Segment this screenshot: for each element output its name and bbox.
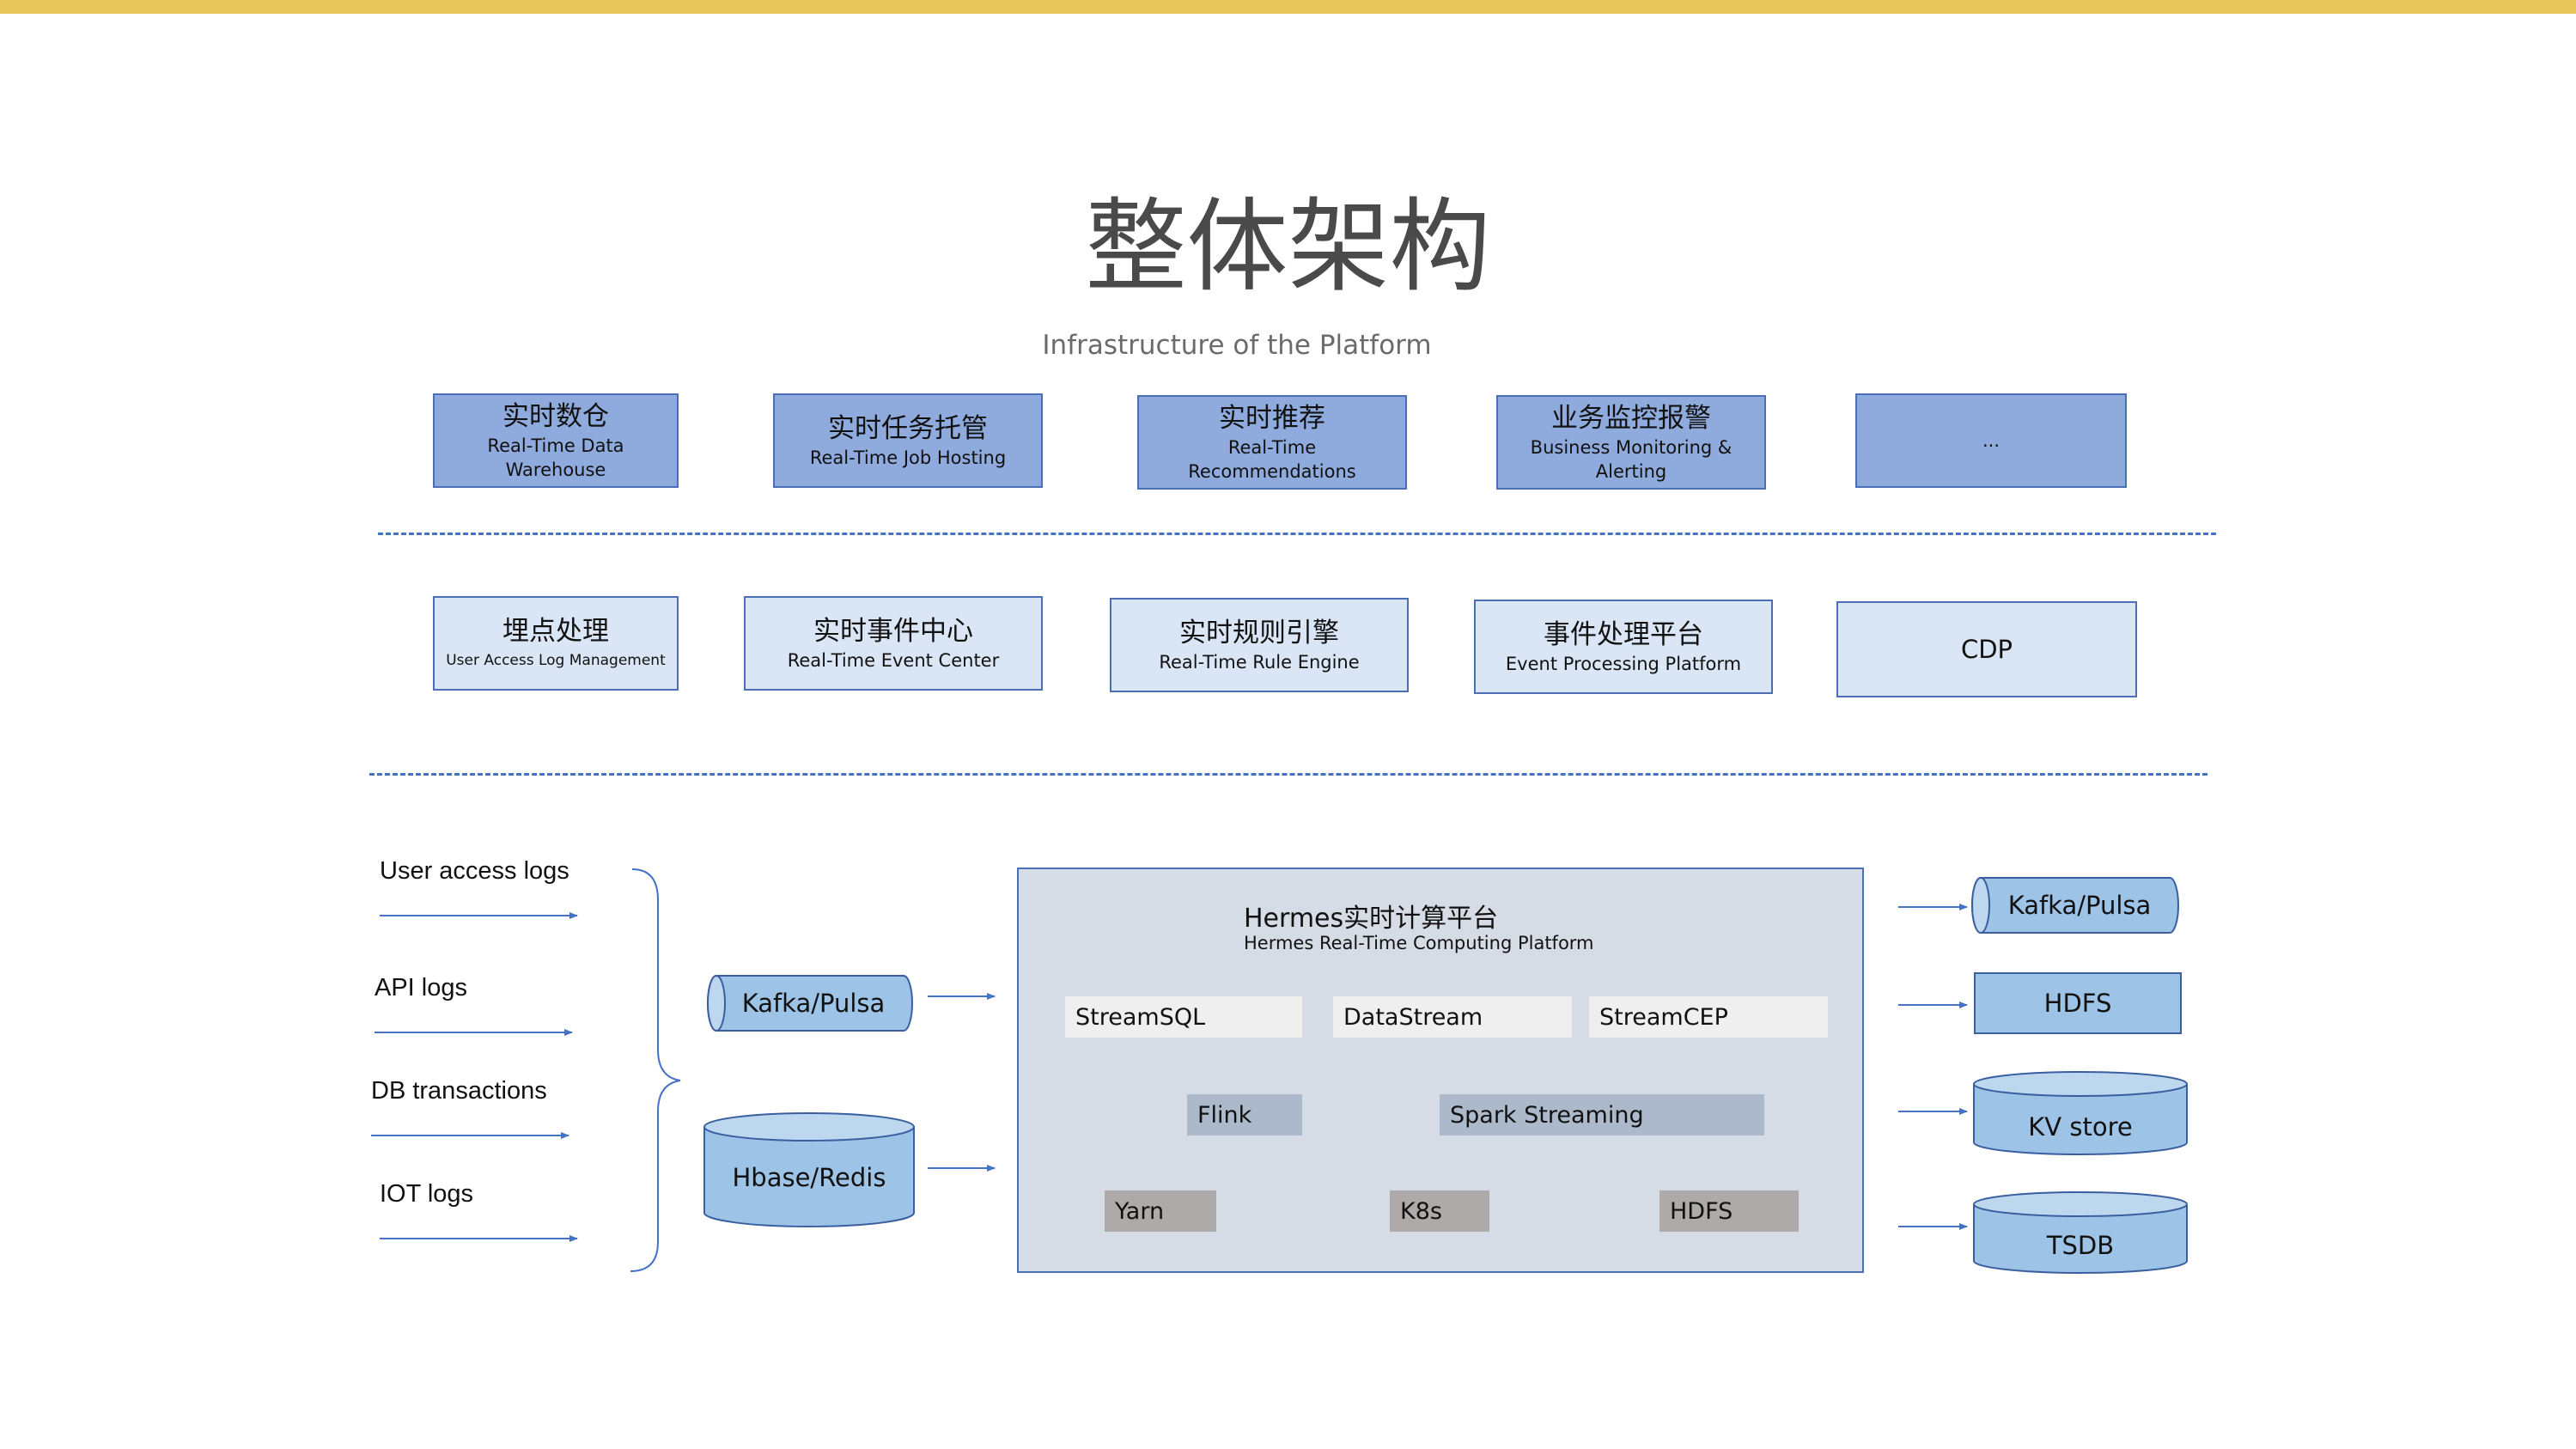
resource-hdfs: HDFS xyxy=(1659,1190,1799,1232)
app-business-monitoring: 业务监控报警 Business Monitoring & Alerting xyxy=(1496,395,1766,490)
api-streamcep: StreamCEP xyxy=(1589,996,1828,1038)
service-label-en: Real-Time Event Center xyxy=(787,650,1000,671)
service-tracking-processing: 埋点处理 User Access Log Management xyxy=(433,596,679,691)
ingest-storage-cylinder xyxy=(703,1112,915,1227)
service-label-zh: 埋点处理 xyxy=(502,616,609,647)
app-realtime-warehouse: 实时数仓 Real-Time Data Warehouse xyxy=(433,393,679,488)
platform-title-en: Hermes Real-Time Computing Platform xyxy=(1244,933,1594,953)
service-label-en: Real-Time Rule Engine xyxy=(1159,652,1360,673)
source-db-transactions: DB transactions xyxy=(371,1077,547,1105)
engine-flink: Flink xyxy=(1187,1094,1302,1135)
app-realtime-recommendations: 实时推荐 Real-Time Recommendations xyxy=(1137,395,1407,490)
service-label-en: User Access Log Management xyxy=(446,652,666,669)
resource-yarn: Yarn xyxy=(1105,1190,1216,1232)
engine-spark-streaming: Spark Streaming xyxy=(1440,1094,1764,1135)
service-label-zh: 实时规则引擎 xyxy=(1179,618,1339,648)
app-realtime-job-hosting: 实时任务托管 Real-Time Job Hosting xyxy=(773,393,1043,488)
service-cdp: CDP xyxy=(1836,601,2137,697)
source-user-access-logs: User access logs xyxy=(380,857,569,885)
service-label-zh: 事件处理平台 xyxy=(1544,619,1703,650)
app-label-en: Real-Time Recommendations xyxy=(1188,437,1356,482)
sink-queue-cylinder xyxy=(1971,877,2179,934)
app-label-zh: 实时推荐 xyxy=(1219,403,1325,434)
page-subtitle: Infrastructure of the Platform xyxy=(1042,330,1432,361)
sink-tsdb-label: TSDB xyxy=(2046,1231,2115,1260)
ingest-queue-cylinder xyxy=(707,975,913,1032)
app-label-zh: 实时任务托管 xyxy=(828,413,988,444)
sink-kv-store-label: KV store xyxy=(2028,1112,2133,1142)
tsdb-cylinder xyxy=(1973,1191,2188,1274)
sink-queue-label: Kafka/Pulsa xyxy=(2007,891,2152,920)
service-label-en: Event Processing Platform xyxy=(1505,654,1742,674)
service-event-center: 实时事件中心 Real-Time Event Center xyxy=(744,596,1043,691)
service-rule-engine: 实时规则引擎 Real-Time Rule Engine xyxy=(1110,598,1409,692)
sink-hdfs-box: HDFS xyxy=(1974,972,2182,1034)
service-event-processing: 事件处理平台 Event Processing Platform xyxy=(1474,600,1773,694)
ingest-storage-label: Hbase/Redis xyxy=(732,1163,886,1192)
app-more: ... xyxy=(1855,393,2127,488)
app-label-zh: 实时数仓 xyxy=(502,401,609,432)
layer-divider xyxy=(369,773,2208,776)
app-label-zh: 业务监控报警 xyxy=(1551,403,1711,434)
api-streamsql: StreamSQL xyxy=(1065,996,1302,1038)
app-label-en: Business Monitoring & Alerting xyxy=(1530,437,1733,482)
app-label-en: Real-Time Data Warehouse xyxy=(487,435,624,480)
source-api-logs: API logs xyxy=(375,974,467,1002)
kv-store-cylinder xyxy=(1973,1071,2188,1155)
service-label-zh: 实时事件中心 xyxy=(813,616,973,647)
source-brace xyxy=(630,868,681,1272)
app-label-en: ... xyxy=(1982,430,2001,451)
app-label-en: Real-Time Job Hosting xyxy=(809,447,1007,468)
top-accent-bar xyxy=(0,0,2576,14)
platform-title-zh: Hermes实时计算平台 xyxy=(1244,904,1499,934)
page-title: 整体架构 xyxy=(1085,187,1491,306)
service-label-en: CDP xyxy=(1960,635,2013,664)
source-iot-logs: IOT logs xyxy=(380,1180,474,1208)
resource-k8s: K8s xyxy=(1390,1190,1489,1232)
layer-divider xyxy=(378,533,2216,535)
api-datastream: DataStream xyxy=(1333,996,1572,1038)
ingest-queue-label: Kafka/Pulsa xyxy=(741,989,886,1018)
